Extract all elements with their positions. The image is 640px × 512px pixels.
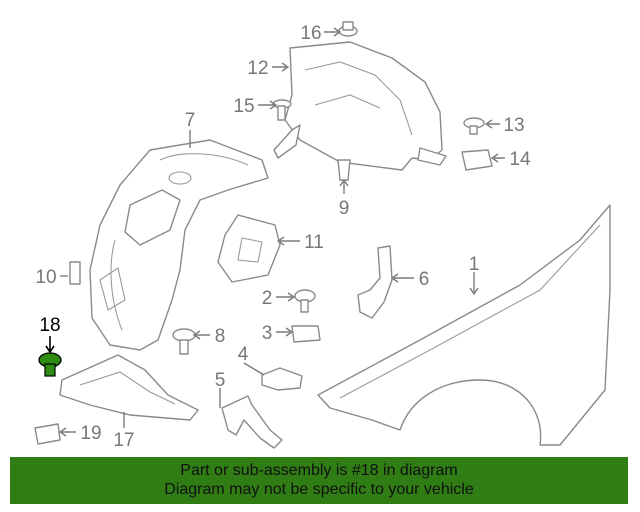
callout-12: 12: [247, 58, 268, 79]
part-12-upper-liner: [273, 41, 447, 171]
callout-2: 2: [262, 288, 273, 309]
callout-7: 7: [185, 110, 196, 131]
banner-line-part: Part or sub-assembly is #18 in diagram: [180, 462, 458, 479]
callout-15: 15: [233, 96, 254, 117]
callout-6: 6: [419, 269, 430, 290]
part-18-fastener-highlighted: [38, 352, 62, 377]
clip-3: [291, 325, 321, 343]
callout-16: 16: [300, 23, 321, 44]
callout-10: 10: [35, 267, 56, 288]
callout-3: 3: [262, 323, 273, 344]
callout-13: 13: [503, 115, 524, 136]
callout-11: 11: [304, 232, 324, 253]
fastener-16: [338, 21, 358, 37]
part-info-banner: Part or sub-assembly is #18 in diagram D…: [10, 457, 628, 504]
callout-5: 5: [215, 370, 226, 391]
part-1-fender: [317, 204, 611, 446]
bolt-2: [294, 289, 316, 313]
callout-17: 17: [113, 430, 134, 451]
callout-14: 14: [509, 149, 531, 170]
part-5-bracket: [221, 395, 283, 449]
callout-8: 8: [215, 326, 226, 347]
callout-1: 1: [469, 254, 480, 275]
callout-18-highlighted: 18: [39, 315, 60, 336]
callout-4: 4: [238, 344, 249, 365]
callout-arrows: [45, 27, 505, 437]
fastener-15: [272, 99, 292, 121]
clip-19: [34, 423, 61, 445]
part-17-lower-liner: [59, 354, 199, 421]
callout-19: 19: [80, 423, 101, 444]
fastener-13: [463, 117, 485, 135]
part-6-bracket: [357, 245, 393, 319]
callout-9: 9: [339, 198, 350, 219]
fastener-8: [172, 328, 196, 355]
part-11-bracket: [217, 214, 281, 283]
banner-line-disclaimer: Diagram may not be specific to your vehi…: [164, 481, 474, 498]
parts-diagram: 1 2 3 4 5 6 7 8 9 10 11 12 13 14 15 16 1…: [34, 21, 611, 451]
clip-10: [69, 261, 81, 285]
clip-14: [461, 149, 493, 171]
part-7-wheel-arch-liner: [89, 139, 269, 351]
clip-9: [337, 159, 351, 181]
part-4-clip: [261, 367, 303, 391]
callout-labels: 1 2 3 4 5 6 7 8 9 10 11 12 13 14 15 16 1…: [35, 23, 531, 451]
